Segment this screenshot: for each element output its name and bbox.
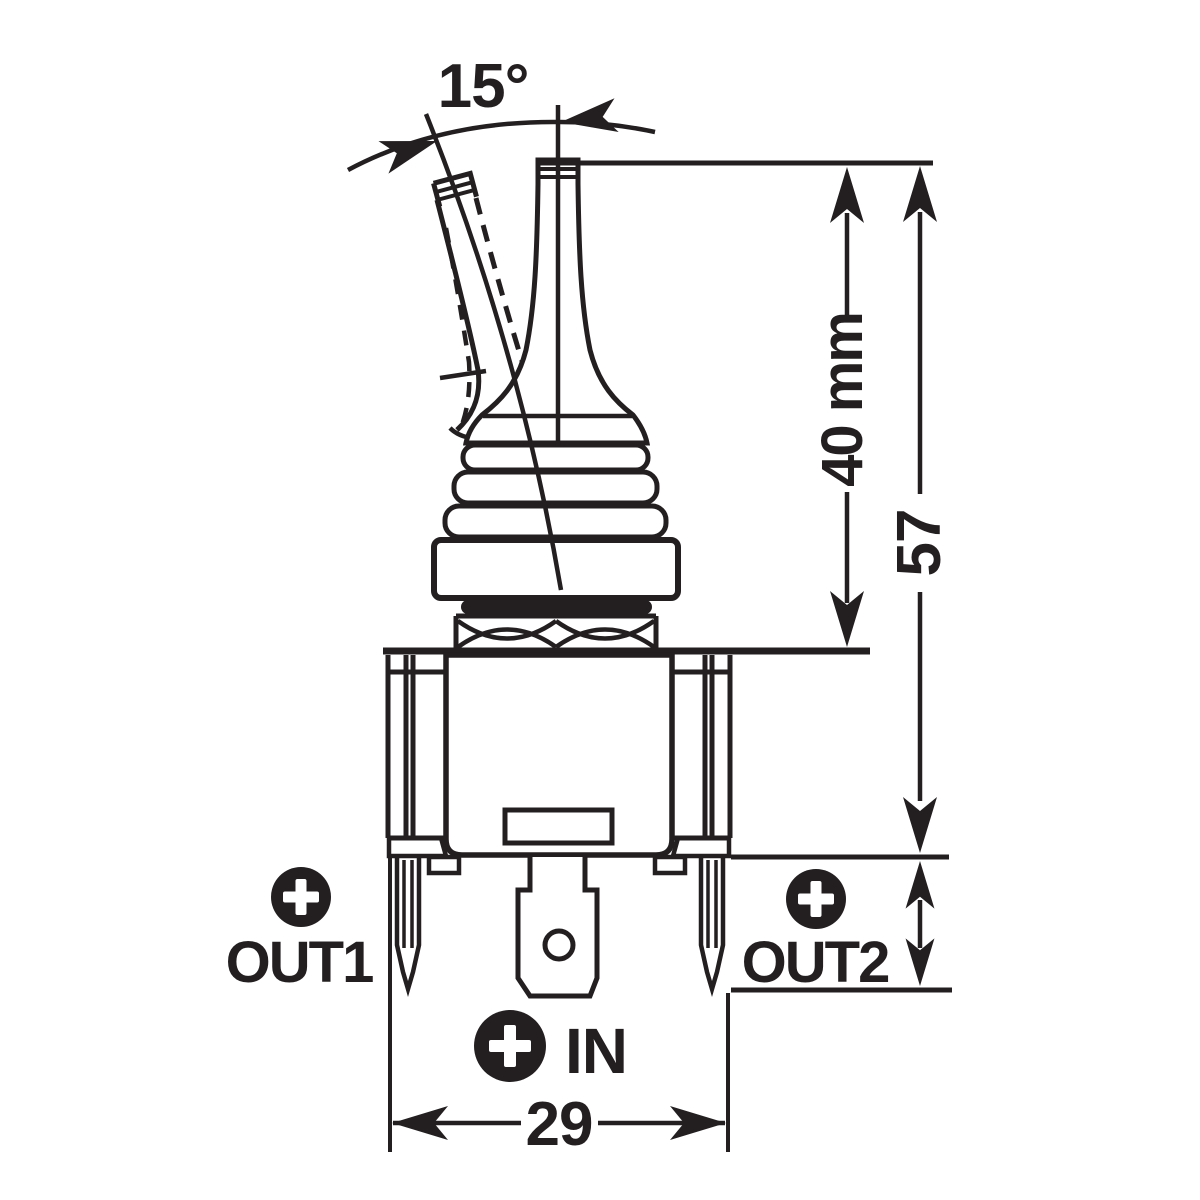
body-tab-right xyxy=(652,854,688,876)
dimension-body-width: 29 xyxy=(388,858,730,1159)
lever-height-label: 40 mm xyxy=(810,313,875,487)
washer xyxy=(461,600,652,614)
dimension-lever-height: 40 mm xyxy=(810,167,875,647)
dimension-angle: 15° xyxy=(346,52,656,174)
switch-body xyxy=(426,652,688,876)
angle-label: 15° xyxy=(438,52,529,121)
lever-centerline-tilted xyxy=(423,113,564,591)
total-height-label: 57 xyxy=(885,510,954,577)
body-tab-left xyxy=(426,854,462,876)
terminal-pin-right xyxy=(698,857,726,997)
terminal-pin-center xyxy=(515,857,600,999)
body-label-window xyxy=(502,807,615,846)
in-label: IN xyxy=(565,1015,627,1087)
mounting-bracket-right xyxy=(670,655,733,859)
angle-arrow-right xyxy=(558,98,619,139)
terminal-pin-left xyxy=(394,857,422,997)
mounting-bracket-left xyxy=(385,655,449,859)
out1-label: OUT1 xyxy=(226,930,373,995)
terminal-label-out2: OUT2 xyxy=(742,869,890,995)
arrow-down xyxy=(903,797,937,853)
rubber-boot xyxy=(442,442,669,540)
body-width-label: 29 xyxy=(526,1090,593,1159)
dimension-pin-length xyxy=(905,861,935,986)
pin-hole xyxy=(542,928,576,962)
terminal-label-in: IN xyxy=(474,1010,628,1087)
dimension-total-height: 57 xyxy=(885,166,954,853)
terminal-label-out1: OUT1 xyxy=(226,867,375,995)
out2-label: OUT2 xyxy=(742,930,889,995)
threaded-bushing xyxy=(453,613,659,650)
